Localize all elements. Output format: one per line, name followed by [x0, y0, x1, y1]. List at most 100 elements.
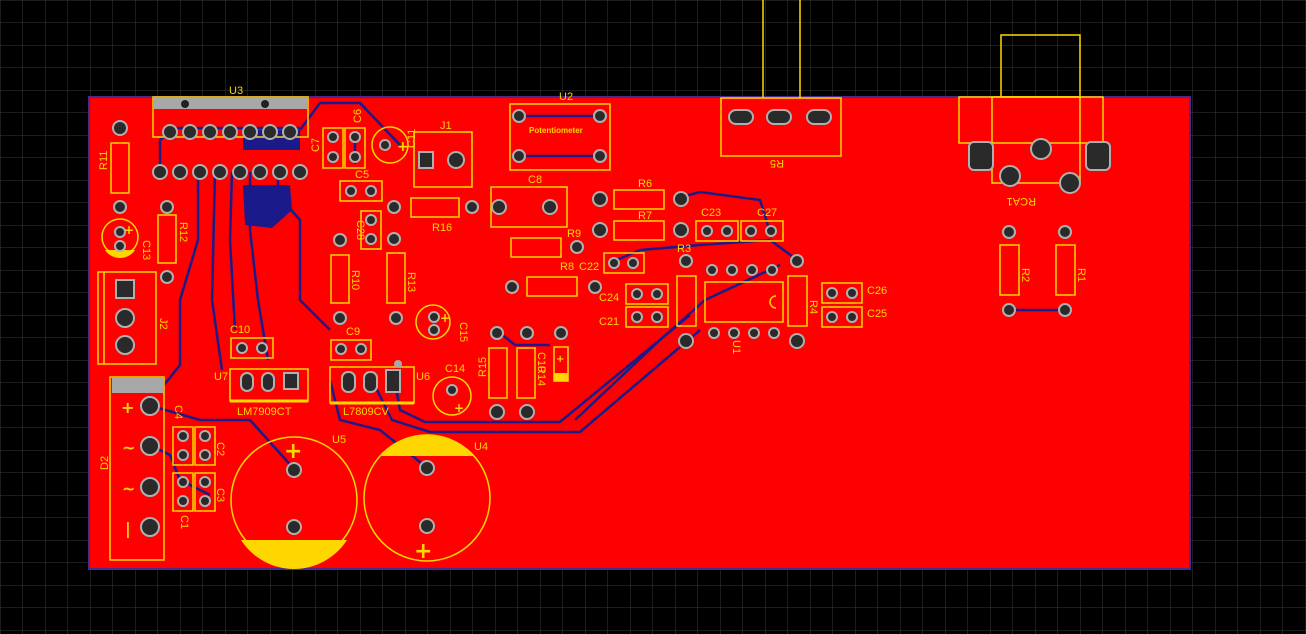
r8-component[interactable]: R8: [505, 261, 602, 297]
c10-label: C10: [230, 324, 250, 336]
u6-value: L7809CV: [343, 406, 390, 418]
c12-component[interactable]: +: [371, 126, 409, 164]
r15-label: R15: [477, 357, 489, 377]
u5-plus-icon: +: [284, 439, 302, 464]
u7-label: U7: [214, 371, 228, 383]
r4-label: R4: [807, 300, 819, 314]
c8-label: C8: [528, 174, 542, 186]
c4-component[interactable]: C4: [172, 405, 194, 466]
c1-component[interactable]: C1: [172, 472, 194, 529]
c28-component[interactable]: C28: [333, 200, 401, 250]
j2-label: J2: [157, 318, 169, 330]
c14-component[interactable]: + C14: [432, 363, 472, 416]
r1-label: R1: [1075, 268, 1087, 282]
r15-component[interactable]: R15: [477, 326, 508, 420]
u1-label: U1: [730, 340, 742, 354]
u7-component[interactable]: U7 LM7909CT: [214, 368, 309, 418]
r7-component[interactable]: R7: [592, 210, 689, 241]
u5-component[interactable]: + U5: [230, 434, 358, 569]
j2-component[interactable]: J2: [97, 271, 169, 365]
c26-label: C26: [867, 285, 887, 297]
c15-label: C15: [457, 322, 469, 342]
u4-label: U4: [474, 441, 488, 453]
u4-component[interactable]: + U4: [363, 434, 491, 564]
r6-label: R6: [638, 178, 652, 190]
r10-label: R10: [349, 270, 361, 290]
polarized-cap-component[interactable]: +: [553, 326, 569, 382]
c13-label: C13: [140, 240, 152, 260]
r5-component[interactable]: R5: [720, 97, 842, 169]
d2-plus-icon: +: [121, 398, 134, 417]
r14-component[interactable]: R14 C10: [516, 326, 547, 420]
c7-label: C7: [310, 138, 322, 152]
c27-component[interactable]: C27: [740, 207, 784, 242]
u6-label: U6: [416, 371, 430, 383]
r12-label: R12: [177, 222, 189, 242]
c13-component[interactable]: + C13: [101, 200, 152, 260]
c21-label: C21: [599, 316, 619, 328]
u3-component[interactable]: U3: [112, 85, 309, 180]
c25-label: C25: [867, 308, 887, 320]
r11-component[interactable]: R11: [98, 142, 130, 194]
c23-component[interactable]: C23: [695, 207, 739, 242]
r13-component[interactable]: R13: [386, 252, 417, 325]
c8-component[interactable]: C8: [490, 174, 568, 228]
c15-component[interactable]: + C15: [415, 304, 469, 342]
c22-component[interactable]: C22: [579, 252, 645, 274]
r16-label: R16: [432, 222, 452, 234]
rca1-component[interactable]: RCA1: [958, 34, 1111, 207]
r9-component[interactable]: R9: [510, 228, 584, 258]
d2-ac1-icon: ~: [122, 438, 135, 457]
r14-label: R14: [535, 366, 547, 386]
c10-component[interactable]: C10: [230, 324, 274, 359]
r4-component[interactable]: R4: [787, 254, 819, 349]
c6-component[interactable]: C6: [344, 109, 366, 169]
r6-component[interactable]: R6: [592, 178, 689, 210]
u6-component[interactable]: U6 L7809CV: [329, 360, 430, 418]
c24-component[interactable]: C24: [599, 283, 669, 305]
j1-label: J1: [440, 120, 452, 132]
u1-component[interactable]: U1: [704, 264, 784, 354]
r12-component[interactable]: R12: [157, 200, 189, 284]
c6-label: C6: [352, 109, 364, 123]
j1-component[interactable]: J1 C11: [406, 120, 473, 188]
r2-component[interactable]: R2: [999, 225, 1031, 317]
c2-component[interactable]: C2: [194, 426, 226, 466]
u3-pads: [112, 120, 308, 180]
r9-label: R9: [567, 228, 581, 240]
c3-component[interactable]: C3: [194, 472, 226, 512]
c10b-label: C10: [535, 352, 547, 372]
r8-label: R8: [560, 261, 574, 273]
c25-component[interactable]: C25: [821, 306, 887, 328]
c21-component[interactable]: C21: [599, 306, 669, 328]
u5-label: U5: [332, 434, 346, 446]
c7-component[interactable]: C7: [310, 127, 344, 169]
c11-label: C11: [406, 129, 418, 148]
u4-plus-icon: +: [414, 539, 432, 564]
d2-minus-icon: |: [125, 519, 131, 539]
c12-plus-icon: +: [397, 139, 409, 155]
c15-plus-icon: +: [440, 311, 450, 325]
c2-label: C2: [214, 442, 226, 456]
c5-label: C5: [355, 169, 369, 181]
r1-component[interactable]: R1: [1055, 225, 1087, 317]
c26-component[interactable]: C26: [821, 282, 887, 304]
c9-label: C9: [346, 326, 360, 338]
u3-label: U3: [229, 85, 243, 97]
u7-value: LM7909CT: [237, 406, 292, 418]
c9-component[interactable]: C9: [330, 326, 372, 361]
r11-label: R11: [98, 151, 110, 170]
r3-component[interactable]: R3: [676, 243, 697, 349]
r7-label: R7: [638, 210, 652, 222]
cap-plus-icon: +: [556, 354, 564, 365]
r16-component[interactable]: R16: [410, 197, 479, 234]
c1-label: C1: [178, 515, 190, 529]
d2-component[interactable]: + ~ ~ | D2: [99, 376, 165, 561]
u2-component[interactable]: U2 Potentiometer: [509, 91, 611, 171]
c22-label: C22: [579, 261, 599, 273]
c27-label: C27: [757, 207, 777, 219]
r10-component[interactable]: R10: [330, 254, 361, 325]
c24-label: C24: [599, 292, 619, 304]
c5-component[interactable]: C5: [339, 169, 383, 202]
